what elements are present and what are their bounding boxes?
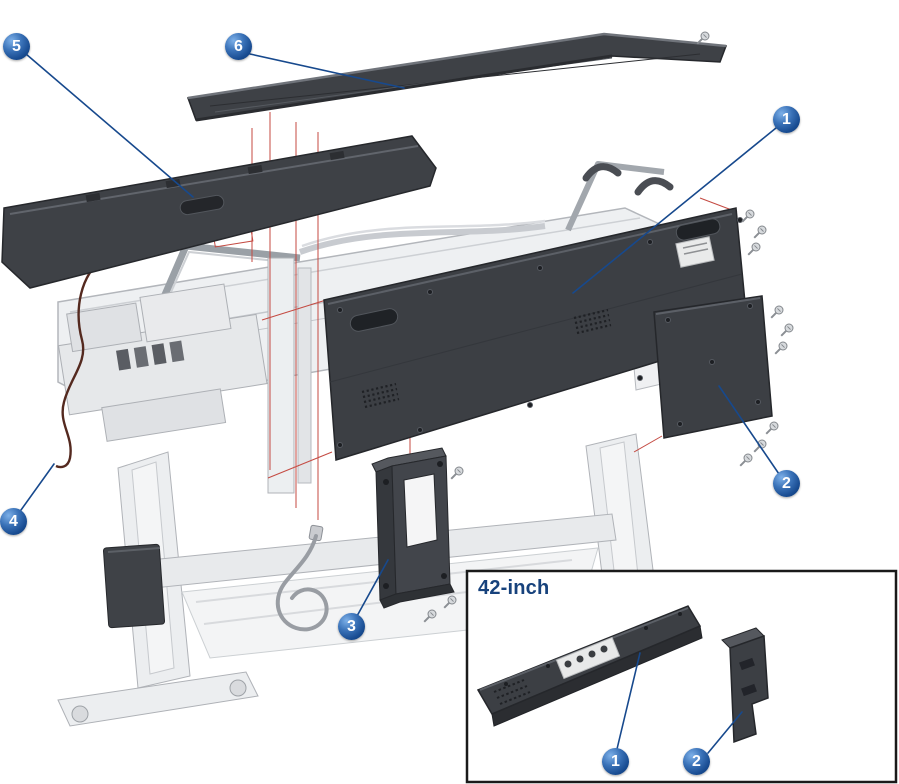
callout-badge-6: 6 (225, 33, 252, 60)
leader-6 (249, 53, 405, 89)
right-cover-bevel (655, 297, 761, 315)
leader-inset-1 (616, 652, 641, 750)
rear-cover-handle-left (349, 308, 399, 332)
callout-badge-3: 3 (338, 613, 365, 640)
inset-callout-badge-1: 1 (602, 748, 629, 775)
caster-2 (229, 679, 247, 697)
callout-number: 1 (782, 110, 791, 128)
rear-cover-screw-holes (337, 217, 747, 448)
inset-label-icons (564, 645, 608, 668)
screw-icon (762, 419, 781, 438)
bracket-window (403, 473, 438, 548)
printhead-2 (133, 346, 149, 368)
callout-number: 5 (12, 37, 21, 55)
inset-vent-grid (493, 679, 531, 705)
inset-callout-badge-2: 2 (683, 748, 710, 775)
leader-3 (356, 559, 389, 617)
callout-badge-2: 2 (773, 470, 800, 497)
leader-inset-2 (707, 711, 743, 754)
printhead-1 (116, 348, 131, 371)
rear-cover-bevel (327, 213, 733, 305)
left-cover-part (1, 135, 437, 289)
ink-tubes (299, 223, 546, 255)
leader-5 (25, 53, 194, 198)
cover-tab-3 (247, 164, 263, 175)
inset-bracket-slot-1 (739, 657, 755, 671)
inset-cover-screw-holes (504, 612, 682, 686)
inset-rear-cover-part (476, 605, 703, 727)
callout-badge-1: 1 (773, 106, 800, 133)
callout-number: 2 (692, 752, 701, 770)
inset-bracket-slot-2 (741, 683, 757, 697)
rear-cover-crease (329, 273, 743, 383)
carriage-box-1 (66, 302, 143, 353)
callout-number: 1 (611, 752, 620, 770)
vent-grid-left (361, 382, 400, 409)
ink-tube-highlight (301, 219, 546, 248)
left-cover-face (1, 135, 437, 289)
center-post (267, 257, 295, 494)
cover-tab-4 (329, 150, 345, 161)
top-cover-part (186, 32, 728, 122)
screw-icon (744, 240, 763, 259)
printhead-3 (151, 343, 167, 365)
vent-grid-right (573, 308, 612, 335)
callout-badge-5: 5 (3, 33, 30, 60)
left-foot (57, 671, 259, 727)
screw-icon (447, 464, 466, 483)
power-cord (275, 534, 329, 632)
caster-1 (71, 705, 89, 723)
spare-box-edge (107, 547, 161, 553)
top-cover-highlight (187, 32, 727, 100)
screw-icon (750, 223, 769, 242)
cover-tab-2 (165, 178, 181, 189)
handle-right (634, 177, 674, 196)
rear-cover-part (323, 207, 749, 461)
bracket-holes (383, 461, 447, 589)
right-cover-screw-holes (665, 303, 761, 427)
leader-1 (572, 127, 777, 294)
callout-number: 4 (9, 512, 18, 530)
screw-icon (771, 339, 790, 358)
screw-icon (736, 451, 755, 470)
leader-4 (20, 463, 55, 511)
bracket-bottom-flange (379, 583, 455, 609)
center-post-2 (297, 267, 312, 484)
callout-leader-lines (20, 53, 780, 754)
screw-icon (777, 321, 796, 340)
callout-badge-4: 4 (0, 508, 27, 535)
carriage-box-3 (101, 388, 227, 442)
carriage-box-2 (139, 283, 232, 343)
spare-box (102, 543, 166, 629)
right-cover-part (653, 295, 773, 439)
callout-number: 3 (347, 617, 356, 635)
callout-number: 6 (234, 37, 243, 55)
leader-2 (718, 385, 780, 475)
screw-icon (767, 303, 786, 322)
cover-tab-1 (85, 192, 101, 203)
carriage-assembly (57, 283, 268, 442)
top-cover-face (186, 33, 728, 121)
rear-cover-handle-right (675, 218, 721, 241)
left-cover-bevel (9, 145, 419, 215)
printhead-4 (169, 340, 185, 363)
left-cover-handle (179, 194, 225, 216)
cable-wire (55, 257, 105, 469)
callout-number: 2 (782, 474, 791, 492)
right-cover-face (653, 295, 773, 439)
inset-42-inch (465, 569, 898, 784)
bracket-part (371, 447, 455, 609)
rear-cover-label-lines (682, 242, 709, 255)
inset-title: 42-inch (478, 577, 550, 599)
handle-left (582, 163, 622, 182)
